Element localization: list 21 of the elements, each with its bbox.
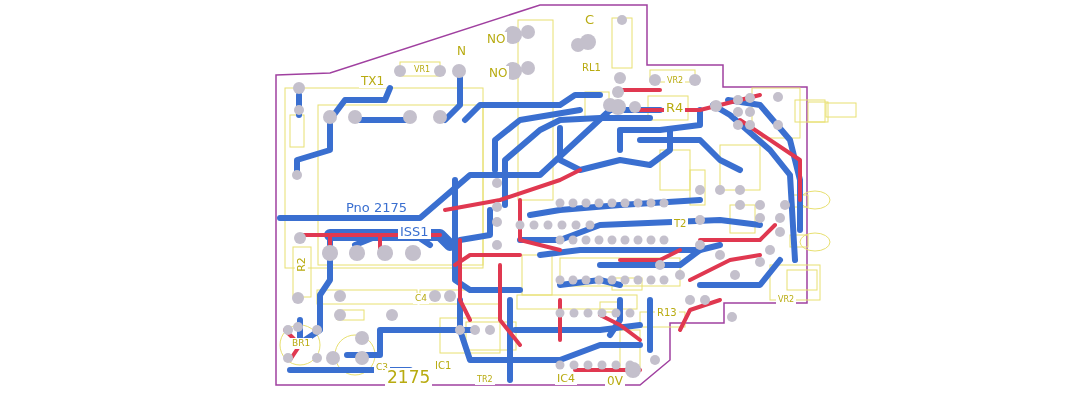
component-label: R13 (655, 307, 679, 319)
terminal-label: NO (485, 32, 508, 46)
terminal-label: 0V (605, 374, 625, 388)
component-label: TR2 (475, 375, 495, 385)
component-label: RL1 (580, 62, 603, 74)
component-label: C4 (413, 293, 429, 304)
component-label: VR2 (776, 295, 797, 305)
terminal-label: N (455, 44, 468, 58)
component-label: R2 (294, 255, 308, 274)
component-label: VR1 (412, 65, 433, 75)
component-label: VR2 (665, 76, 686, 86)
component-label: IC1 (433, 360, 454, 372)
component-label: BR1 (290, 338, 313, 349)
board-number: 2175 (385, 368, 433, 387)
terminal-label: C (583, 12, 597, 27)
component-label: T2 (672, 218, 689, 230)
component-label: R4 (664, 100, 686, 115)
terminal-label: NO (487, 66, 510, 80)
component-label: TX1 (359, 74, 387, 88)
component-label: IC4 (555, 372, 577, 385)
issue-number: ISS1 (398, 224, 431, 239)
